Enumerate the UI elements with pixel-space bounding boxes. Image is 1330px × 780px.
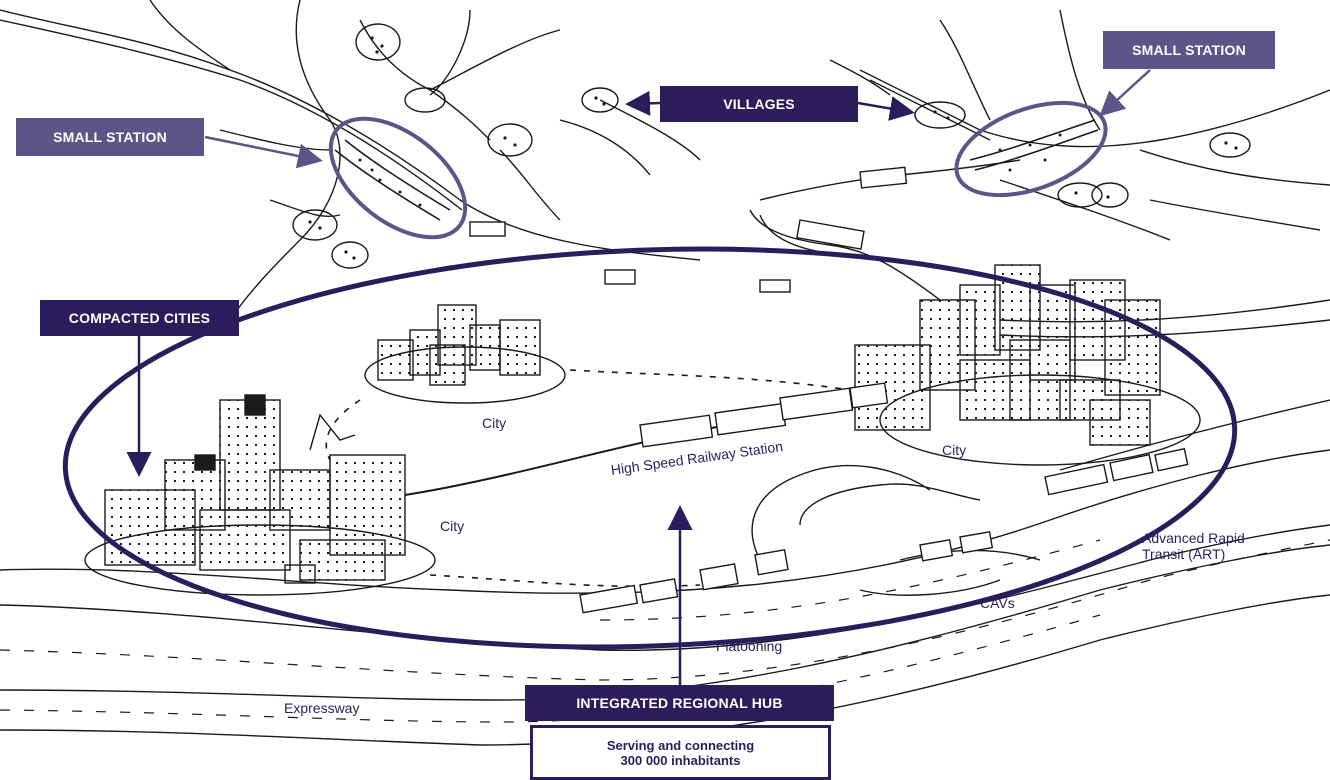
small-station-right-ring (954, 100, 1108, 198)
city-top-sketch (364, 304, 566, 404)
arrow-villages-left (625, 90, 661, 116)
hub-info-box: Serving and connecting 300 000 inhabitan… (530, 725, 831, 780)
label-platooning: Platooning (716, 638, 783, 654)
station-tracks (334, 119, 1099, 221)
vehicles (469, 166, 1189, 614)
label-art: Advanced Rapid Transit (ART) (1142, 530, 1245, 562)
integrated-hub-boundary (62, 246, 1238, 650)
hub-info-line2: 300 000 inhabitants (620, 752, 741, 768)
train-cars (639, 382, 889, 448)
village-clusters (292, 23, 1251, 269)
label-city-right: City (942, 442, 967, 458)
arrow-small-station-left (204, 135, 323, 169)
compacted-cities-callout: COMPACTED CITIES (40, 300, 239, 336)
small-station-right-callout: SMALL STATION (1103, 31, 1275, 69)
loop-roads (751, 464, 1041, 596)
village-dots (308, 36, 1238, 260)
city-right-sketch (854, 264, 1201, 466)
arrow-small-station-right (1099, 69, 1151, 117)
regional-hub-callout: INTEGRATED REGIONAL HUB (525, 685, 834, 721)
hub-info-line1: Serving and connecting (606, 737, 755, 753)
arrow-villages-right (857, 96, 915, 121)
label-expressway: Expressway (284, 700, 360, 716)
country-roads (0, 0, 1330, 321)
villages-callout: VILLAGES (660, 86, 858, 122)
city-links (325, 369, 851, 588)
label-city-top: City (482, 415, 507, 431)
label-city-left: City (440, 518, 465, 534)
small-station-left-ring (328, 116, 468, 240)
city-left-sketch (84, 394, 436, 596)
label-cavs: CAVs (980, 595, 1015, 611)
small-station-left-callout: SMALL STATION (16, 118, 204, 156)
